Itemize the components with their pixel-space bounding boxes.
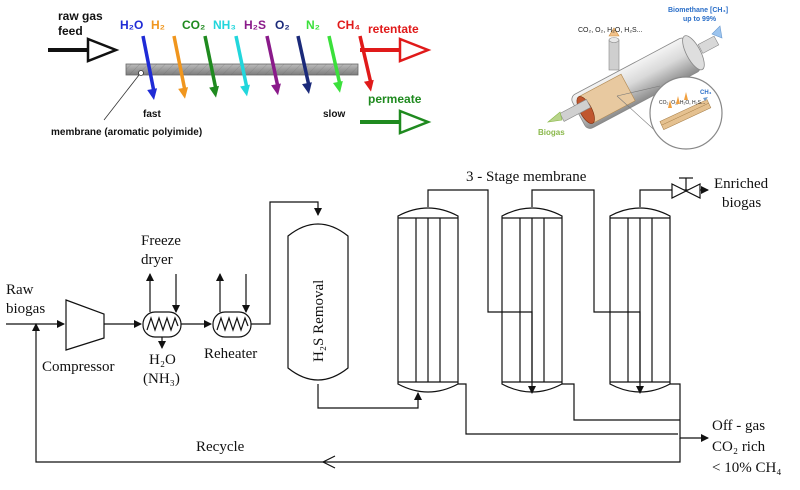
membrane-stage-3 — [609, 207, 671, 393]
membrane-leader-line — [103, 74, 140, 121]
feed-label-line1: raw gas — [58, 9, 103, 23]
inset-gases-label: CO₂, O₂, H₂O, H₂S... — [659, 100, 705, 106]
gas-arrow-7: CH₄ — [337, 18, 374, 92]
raw-biogas-label-line2: biogas — [6, 301, 45, 317]
permeate-arrow-icon — [360, 109, 432, 135]
compressor-icon — [65, 299, 105, 351]
permeate-label: permeate — [368, 92, 422, 106]
module-offgas-label: CO₂, O₂, H₂O, H₂S... — [578, 27, 643, 34]
module-product-label-line1: Biomethane [CH₄] — [668, 7, 728, 14]
feed-label-line2: feed — [58, 24, 83, 38]
fast-label: fast — [143, 109, 161, 120]
gas-arrow-3: NH₃ — [213, 18, 250, 97]
retentate-arrow-icon — [360, 37, 432, 63]
gas-arrow-6: N₂ — [306, 18, 343, 93]
slow-label: slow — [323, 109, 345, 120]
gas-arrow-head-3 — [240, 84, 250, 97]
gas-arrow-shaft-0 — [141, 35, 156, 93]
membrane-module-illustration: CO₂, O₂, H₂O, H₂S... Biogas Biomethane [… — [538, 7, 728, 150]
recycle-label: Recycle — [196, 439, 245, 455]
gas-arrow-shaft-6 — [327, 35, 342, 86]
offgas-label-line3: < 10% CH₄ — [712, 460, 782, 476]
gas-label-5: O₂ — [275, 18, 290, 32]
gas-arrow-1: H₂ — [151, 18, 189, 99]
recycle-arrow-icon — [321, 455, 336, 469]
gas-arrow-shaft-3 — [234, 35, 249, 89]
gas-arrow-head-5 — [302, 82, 312, 94]
membrane-stage-1 — [397, 207, 459, 393]
freeze-dryer-label-line2: dryer — [141, 252, 173, 268]
module-inlet-label: Biogas — [538, 128, 565, 137]
enriched-biogas-label-line1: Enriched — [714, 176, 769, 192]
gas-arrow-head-0 — [147, 88, 158, 100]
offgas-label-line2: CO₂ rich — [712, 439, 766, 455]
inlet-arrow-icon — [546, 111, 563, 123]
feed-arrow-icon — [48, 37, 120, 63]
gas-label-3: NH₃ — [213, 18, 236, 32]
stage-membrane-label: 3 - Stage membrane — [466, 169, 587, 185]
gas-arrow-shaft-7 — [358, 35, 373, 84]
process-flow-diagram: Raw biogas Compressor Freeze dryer H₂O (… — [6, 169, 782, 476]
gas-label-4: H₂S — [244, 18, 266, 32]
gas-arrow-shaft-2 — [203, 35, 218, 90]
gas-label-1: H₂ — [151, 18, 165, 32]
valve-icon — [671, 177, 701, 199]
inset-ch4-label: CH₄ — [700, 90, 712, 96]
gas-label-0: H₂O — [120, 18, 143, 32]
inset-magnifier: CO₂, O₂, H₂O, H₂S... CH₄ — [616, 76, 723, 150]
recycle-line — [32, 323, 681, 463]
gas-arrow-2: CO₂ — [182, 18, 219, 98]
gas-arrow-head-7 — [363, 79, 374, 92]
gas-arrow-shaft-4 — [265, 35, 280, 88]
gas-arrow-5: O₂ — [275, 18, 312, 94]
membrane-cylinder — [571, 35, 720, 129]
gas-arrow-head-4 — [271, 83, 281, 96]
membrane-label: membrane (aromatic polyimide) — [51, 127, 202, 138]
retentate-label: retentate — [368, 22, 419, 36]
module-product-label-line2: up to 99% — [683, 16, 717, 23]
gas-arrow-4: H₂S — [244, 18, 281, 96]
enriched-biogas-label-line2: biogas — [722, 195, 761, 211]
offgas-label-line1: Off - gas — [712, 418, 765, 434]
freeze-dryer-label-line1: Freeze — [141, 233, 181, 249]
h2s-removal-label: H₂S Removal — [311, 280, 327, 362]
product-arrow-icon — [711, 25, 723, 39]
h2s-removal-vessel — [287, 223, 349, 381]
gas-arrow-head-1 — [178, 87, 189, 99]
reheater-label: Reheater — [204, 346, 257, 362]
gas-arrow-shaft-5 — [296, 35, 311, 87]
gas-arrow-head-6 — [332, 81, 343, 93]
gas-label-7: CH₄ — [337, 18, 360, 32]
gas-arrow-head-2 — [209, 85, 219, 98]
raw-biogas-label-line1: Raw — [6, 282, 34, 298]
gas-arrow-shaft-1 — [172, 35, 187, 92]
gas-label-2: CO₂ — [182, 18, 205, 32]
gas-arrow-0: H₂O — [120, 18, 158, 100]
nh3-label: (NH₃) — [143, 371, 180, 387]
h2o-label: H₂O — [149, 352, 176, 368]
gas-label-6: N₂ — [306, 18, 320, 32]
offgas-arrow-icon — [608, 27, 620, 37]
gas-arrows: H₂O H₂ CO₂ NH₃ H₂S O₂ N₂ CH₄ — [120, 18, 374, 100]
compressor-label: Compressor — [42, 359, 115, 375]
